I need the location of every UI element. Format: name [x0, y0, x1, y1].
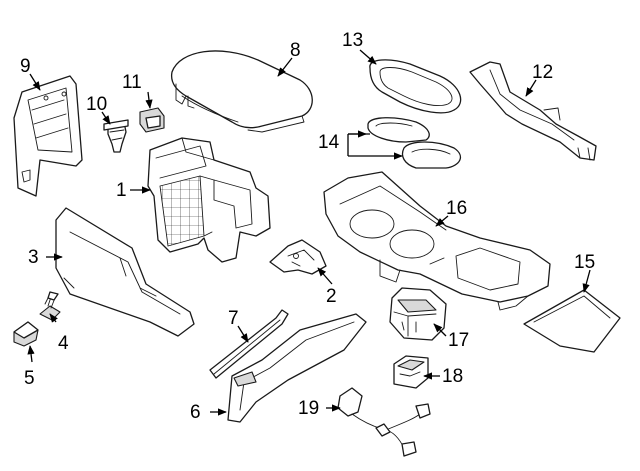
callout-17: 17: [448, 330, 469, 351]
callout-13: 13: [342, 30, 363, 51]
callout-8: 8: [290, 40, 301, 61]
part-10-push-clip: [103, 119, 129, 153]
part-19-wiring-harness: [337, 387, 431, 457]
callout-labels: 9 10 11 8 1 3 4 5 2 13 12 14 16 15 7 6 1…: [20, 30, 595, 423]
part-3-side-panel: [55, 207, 195, 337]
part-6-lower-trim: [227, 313, 367, 423]
callout-2: 2: [326, 286, 337, 307]
callout-10: 10: [86, 94, 107, 115]
callout-18: 18: [442, 366, 463, 387]
callout-12: 12: [532, 62, 553, 83]
part-13-cupholder-bezel: [369, 59, 462, 114]
callout-16: 16: [446, 198, 467, 219]
callout-9: 9: [20, 56, 31, 77]
callout-6: 6: [190, 402, 201, 423]
leader-lines: [27, 49, 591, 416]
callout-4: 4: [58, 333, 69, 354]
callout-3: 3: [28, 247, 39, 268]
callout-1: 1: [116, 180, 127, 201]
part-9-side-trim-panel: [13, 75, 83, 197]
part-5-cap: [13, 321, 39, 347]
callout-7: 7: [228, 308, 239, 329]
part-12-side-trim: [469, 61, 597, 161]
part-4-screw: [39, 291, 61, 321]
part-17-switch-assembly: [389, 287, 447, 341]
part-7-trim-strip: [209, 309, 289, 379]
callout-5: 5: [24, 368, 35, 389]
callout-19: 19: [298, 398, 319, 419]
part-2-mounting-bracket: [269, 239, 327, 275]
part-15-mat: [523, 289, 621, 353]
part-14-cupholder-mats: [367, 117, 462, 169]
part-1-console-body: [147, 137, 271, 263]
part-18-switch: [393, 355, 429, 389]
callout-11: 11: [122, 72, 142, 93]
part-11-retainer-clip: [139, 107, 165, 133]
callout-14: 14: [318, 132, 340, 153]
part-16-console-tray: [323, 171, 551, 311]
callout-15: 15: [574, 252, 595, 273]
part-8-armrest-lid: [170, 50, 313, 133]
